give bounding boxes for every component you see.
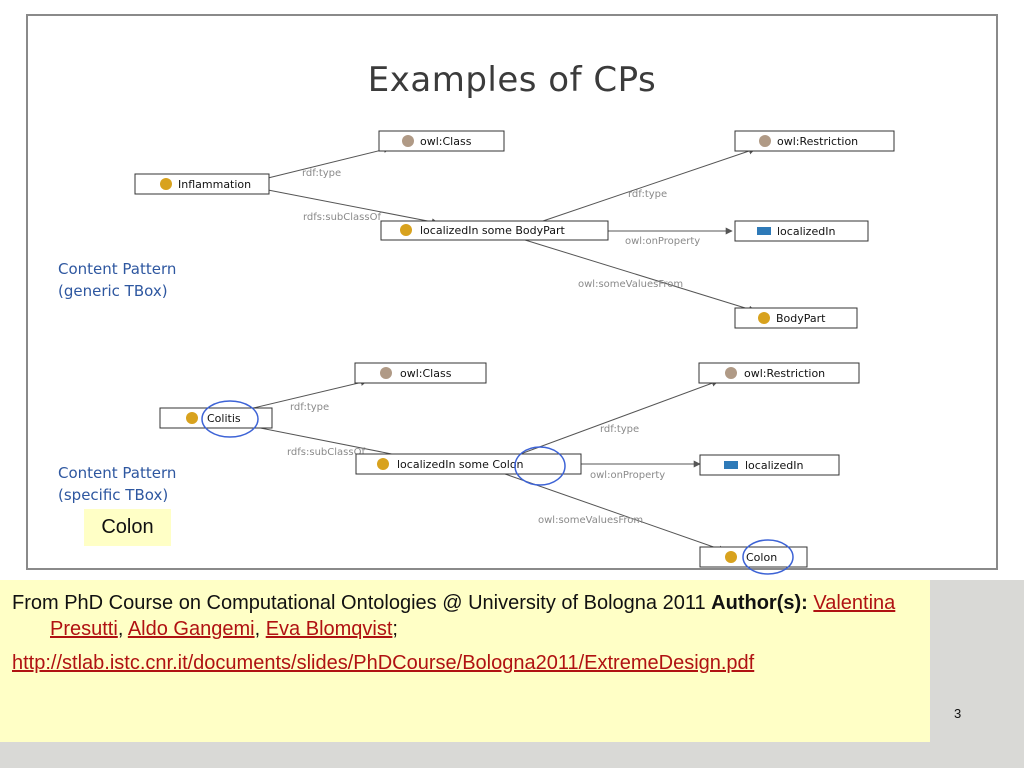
edge-label-type: rdf:type (302, 168, 341, 179)
class-icon (402, 135, 414, 147)
specific-edges (244, 379, 726, 553)
source-text: From PhD Course on Computational Ontolog… (12, 592, 712, 614)
node-localized-in[interactable]: localizedIn (734, 220, 869, 242)
generic-edges (267, 146, 756, 313)
edge-restriction-owlrestriction (514, 379, 719, 457)
highlight-circle (742, 539, 794, 575)
slide-title: Examples of CPs (367, 60, 657, 100)
node-body-part[interactable]: BodyPart (734, 307, 858, 329)
svg-text:localizedIn: localizedIn (745, 459, 803, 472)
restriction-icon (377, 458, 389, 470)
edge-label-type: rdf:type (600, 424, 639, 435)
individual-icon (725, 551, 737, 563)
edge-restriction-owlrestriction (539, 147, 756, 223)
class-icon (759, 135, 771, 147)
svg-text:localizedIn some BodyPart: localizedIn some BodyPart (420, 224, 566, 237)
svg-text:localizedIn some Colon: localizedIn some Colon (397, 458, 524, 471)
node-inflammation[interactable]: Inflammation (134, 173, 270, 195)
edge-restriction-bodypart (524, 239, 756, 313)
edge-label-subclass: rdfs:subClassOf (287, 447, 365, 458)
restriction-icon (400, 224, 412, 236)
author-link[interactable]: Aldo Gangemi (127, 618, 255, 640)
svg-text:owl:Restriction: owl:Restriction (777, 135, 858, 148)
node-owl-class[interactable]: owl:Class (378, 130, 505, 152)
svg-text:Colon: Colon (746, 551, 777, 564)
individual-icon (758, 312, 770, 324)
slide-frame (26, 14, 998, 570)
section-label-specific: (specific TBox) (58, 486, 168, 504)
individual-icon (160, 178, 172, 190)
node-colitis[interactable]: Colitis (159, 407, 273, 429)
edge-inflammation-class (267, 146, 391, 179)
ontology-diagram: rdf:type rdfs:subClassOf rdf:type owl:on… (58, 130, 895, 575)
edge-label-type: rdf:type (628, 189, 667, 200)
node-restriction[interactable]: localizedIn some Colon (355, 453, 582, 475)
section-label-generic: Content Pattern (58, 260, 176, 278)
highlight-circles (201, 400, 794, 575)
individual-icon (186, 412, 198, 424)
edge-label-onproperty: owl:onProperty (590, 470, 665, 481)
node-owl-restriction[interactable]: owl:Restriction (734, 130, 895, 152)
separator: , (254, 618, 266, 640)
edge-label-subclass: rdfs:subClassOf (303, 212, 381, 223)
node-owl-class[interactable]: owl:Class (354, 362, 487, 384)
property-icon (724, 461, 738, 469)
edge-label-onproperty: owl:onProperty (625, 236, 700, 247)
separator: , (117, 618, 128, 640)
section-label-generic: (generic TBox) (58, 282, 168, 300)
edge-restriction-colon (504, 473, 726, 553)
class-icon (380, 367, 392, 379)
svg-text:BodyPart: BodyPart (776, 312, 826, 325)
highlight-circle (201, 400, 259, 438)
author-link[interactable]: Eva Blomqvist (265, 618, 393, 640)
source-url-link[interactable]: http://stlab.istc.cnr.it/documents/slide… (12, 652, 755, 674)
credit-box: From PhD Course on Computational Ontolog… (0, 580, 930, 742)
terminator: ; (392, 618, 398, 640)
edge-label-somevalues: owl:someValuesFrom (578, 279, 683, 290)
svg-text:owl:Class: owl:Class (420, 135, 472, 148)
source-url-line: http://stlab.istc.cnr.it/documents/slide… (12, 650, 918, 676)
svg-text:localizedIn: localizedIn (777, 225, 835, 238)
property-icon (757, 227, 771, 235)
highlight-circle (514, 446, 566, 486)
svg-text:owl:Class: owl:Class (400, 367, 452, 380)
node-localized-in[interactable]: localizedIn (699, 454, 840, 476)
class-icon (725, 367, 737, 379)
page-number: 3 (954, 706, 962, 721)
source-citation: From PhD Course on Computational Ontolog… (12, 590, 918, 642)
authors-label: Author(s): (711, 592, 808, 614)
svg-text:Colitis: Colitis (207, 412, 241, 425)
author-link[interactable]: Valentina Presutti (50, 592, 896, 640)
node-restriction[interactable]: localizedIn some BodyPart (380, 220, 609, 241)
svg-text:Inflammation: Inflammation (178, 178, 251, 191)
svg-text:owl:Restriction: owl:Restriction (744, 367, 825, 380)
node-owl-restriction[interactable]: owl:Restriction (698, 362, 860, 384)
edge-colitis-restriction (244, 424, 413, 461)
edge-colitis-class (244, 379, 368, 411)
edge-inflammation-restriction (267, 189, 439, 226)
edge-label-somevalues: owl:someValuesFrom (538, 515, 643, 526)
colon-callout: Colon (84, 509, 171, 546)
node-colon[interactable]: Colon (699, 546, 808, 568)
edge-label-type: rdf:type (290, 402, 329, 413)
section-label-specific: Content Pattern (58, 464, 176, 482)
